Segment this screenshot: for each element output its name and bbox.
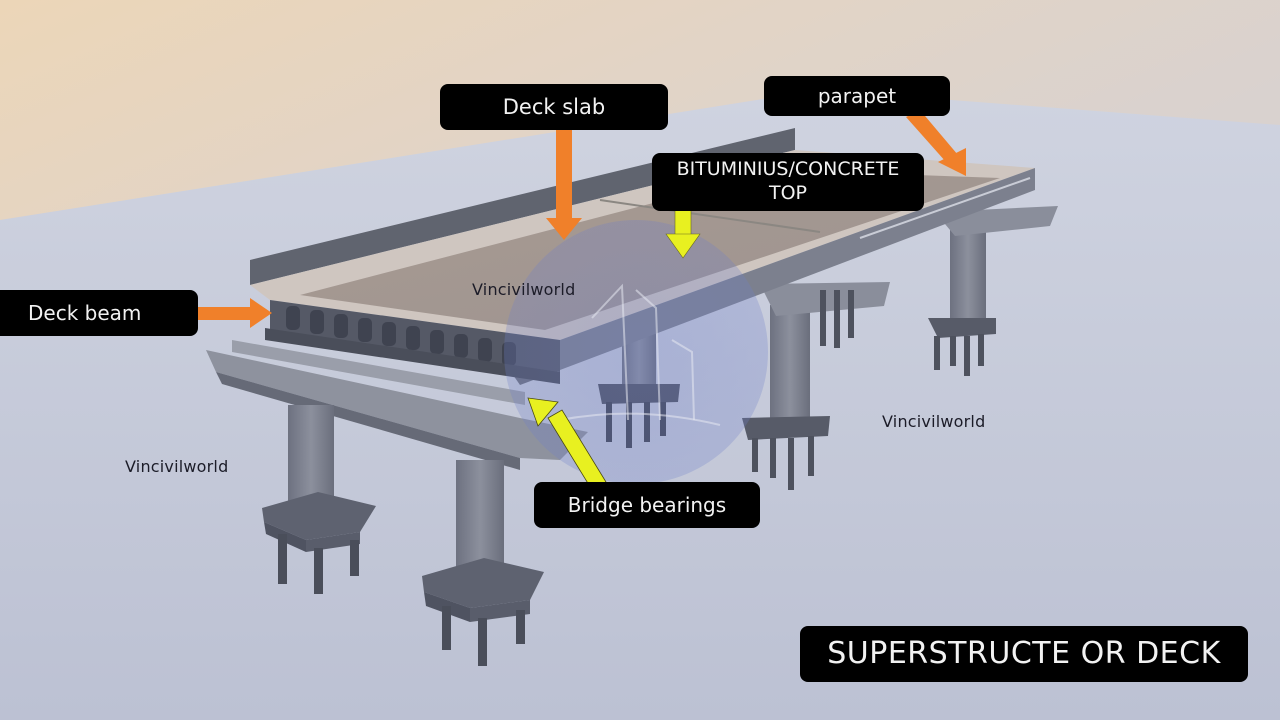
bearing-plinth [232, 340, 525, 405]
label-deck-slab: Deck slab [440, 84, 668, 130]
pier-middle-right [742, 282, 890, 490]
label-deck-beam: Deck beam [0, 290, 198, 336]
arrow-parapet [906, 110, 966, 176]
watermark-text: Vincivilworld [882, 412, 986, 431]
arrow-deck-beam [198, 298, 272, 328]
diagram-title: SUPERSTRUCTE OR DECK [800, 626, 1248, 682]
arrow-bridge-bearings [527, 397, 607, 491]
pier-front-left [262, 405, 376, 594]
pier-front-right [422, 460, 544, 666]
label-bituminous-line2: TOP [768, 182, 808, 204]
watermark-logo [559, 283, 721, 426]
watermark-text: Vincivilworld [125, 457, 229, 476]
pier-back-right [928, 206, 1058, 376]
label-bridge-bearings: Bridge bearings [534, 482, 760, 528]
label-parapet: parapet [764, 76, 950, 116]
arrow-deck-slab [546, 130, 582, 240]
watermark-text: Vincivilworld [472, 280, 576, 299]
pier-cap [206, 350, 588, 460]
watermark-circle [504, 220, 768, 484]
label-bituminous-line1: BITUMINIUS/CONCRETE [676, 158, 900, 181]
label-bituminous-top: BITUMINIUS/CONCRETE TOP [652, 153, 924, 211]
